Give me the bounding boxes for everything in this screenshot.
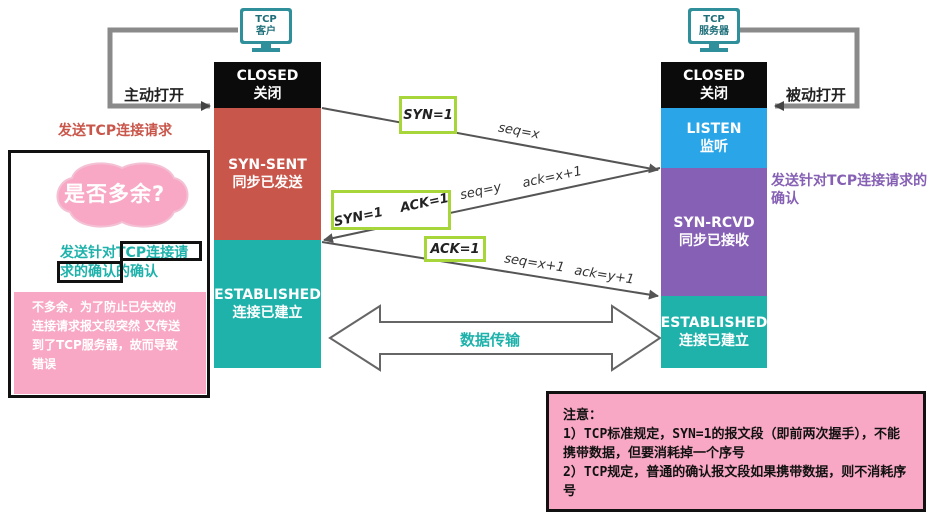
ack-of-ack-line2: 求的确认的确认 [60,264,158,280]
client-open-loop [107,27,238,111]
server-listen-label: LISTEN [686,121,742,137]
ack-flag-box: ACK=1 [424,236,486,262]
server-closed-sub: 关闭 [700,86,728,102]
question-bubble [56,162,189,228]
ack-of-ack-line1: 发送针对TCP连接请 [60,245,189,261]
client-active-open-label: 主动打开 [124,86,185,104]
client-closed-label: CLOSED [236,68,299,84]
syn-flag-text: SYN=1 [403,107,453,123]
syn-ack-flags-box: SYN=1 ACK=1 [331,190,451,230]
highlight-tcp-request-box [120,241,202,261]
server-syn-rcvd-label: SYN-RCVD [673,215,755,231]
client-icon-text2: 客户 [256,26,276,37]
server-state-established: ESTABLISHED 连接已建立 [661,296,767,368]
server-state-closed: CLOSED 关闭 [661,62,767,108]
client-state-syn-sent: SYN-SENT 同步已发送 [214,108,321,240]
client-closed-sub: 关闭 [253,86,282,102]
server-syn-rcvd-sub: 同步已接收 [679,233,749,249]
syn-line [321,107,659,174]
note-line2: 2）TCP规定，普通的确认报文段如果携带数据，则不消耗序号 [563,465,907,499]
server-icon-text2: 服务器 [699,26,729,37]
client-send-request-label: 发送TCP连接请求 [58,123,173,139]
server-established-label: ESTABLISHED [660,315,768,331]
client-state-closed: CLOSED 关闭 [214,62,321,108]
server-state-syn-rcvd: SYN-RCVD 同步已接收 [661,168,767,296]
note-box: 注意： 1）TCP标准规定，SYN=1的报文段（即前两次握手），不能携带数据，但… [546,391,926,512]
server-icon-text1: TCP [703,14,725,25]
note-line1: 1）TCP标准规定，SYN=1的报文段（即前两次握手），不能携带数据，但要消耗掉… [563,427,900,461]
highlight-ack-box [57,261,123,283]
server-passive-open-label: 被动打开 [786,86,847,104]
ack-flag-text: ACK=1 [430,241,480,257]
server-state-listen: LISTEN 监听 [661,108,767,168]
question-panel [8,150,210,398]
client-syn-sent-label: SYN-SENT [228,157,307,173]
ack-line [321,241,659,300]
server-open-loop [718,27,860,111]
server-listen-sub: 监听 [700,139,728,155]
syn-ack-flags-text: SYN=1 ACK=1 [332,190,450,230]
client-syn-sent-sub: 同步已发送 [232,175,303,191]
client-icon-text1: TCP [255,14,277,25]
data-transfer-label: 数据传输 [460,331,521,349]
data-transfer-arrow [328,304,662,372]
explanation-text: 不多余，为了防止已失效的连接请求报文段突然 又传送到了TCP服务器，故而导致错误 [32,300,181,371]
explanation-box: 不多余，为了防止已失效的连接请求报文段突然 又传送到了TCP服务器，故而导致错误 [14,292,206,394]
client-state-established: ESTABLISHED 连接已建立 [214,240,321,368]
client-established-sub: 连接已建立 [232,305,303,321]
server-closed-label: CLOSED [683,68,745,84]
syn-flag-box: SYN=1 [399,96,457,134]
bubble-question-text: 是否多余? [64,182,166,206]
note-title: 注意： [563,408,603,423]
server-established-sub: 连接已建立 [679,333,749,349]
client-established-label: ESTABLISHED [214,287,321,303]
server-send-ack-label: 发送针对TCP连接请求的确认 [771,173,928,207]
